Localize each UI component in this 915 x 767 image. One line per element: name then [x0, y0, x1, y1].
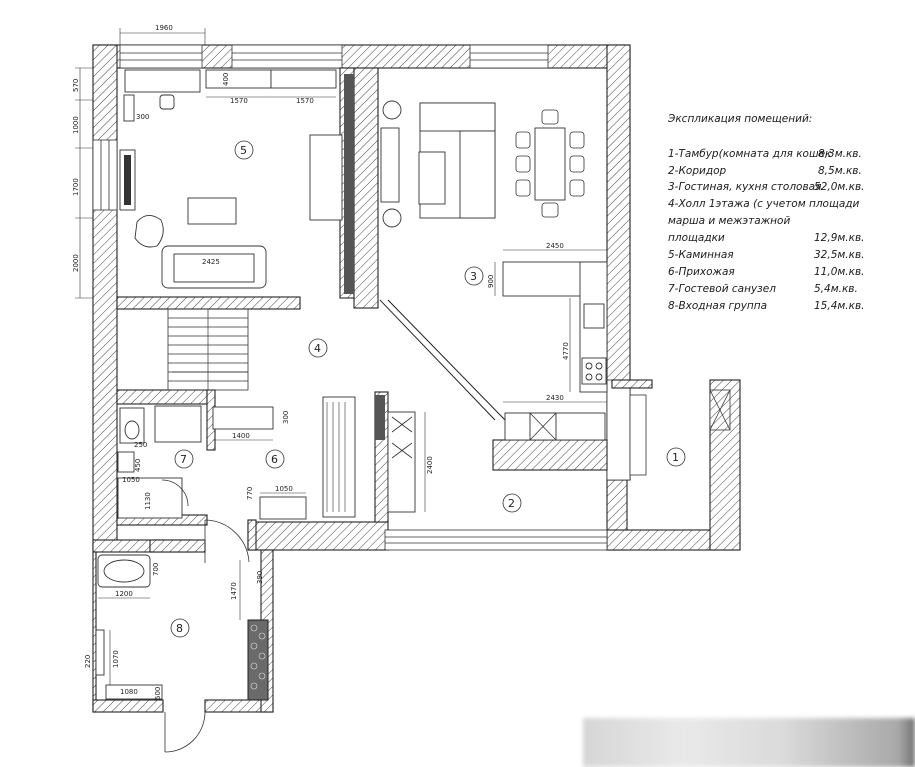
dim-entry-bench-h: 500 — [154, 687, 162, 700]
watermark-blur — [583, 718, 915, 767]
room-number-4: 4 — [314, 342, 321, 355]
dim-left-3: 1700 — [72, 178, 80, 196]
dim-entry-rack: 1070 — [112, 650, 120, 668]
room-5-furniture — [119, 69, 343, 289]
rooms-lower-furniture — [95, 396, 416, 753]
legend-area-7: 5,4м.кв. — [814, 283, 858, 295]
dim-kitchen-w: 2450 — [546, 242, 564, 250]
room-number-3: 3 — [470, 270, 477, 283]
dim-shelf-h: 400 — [222, 73, 230, 86]
dim-entry-bench-w: 1080 — [120, 688, 138, 696]
dim-island: 2430 — [546, 394, 564, 402]
legend-title: Экспликация помещений: — [667, 113, 812, 125]
dim-chair-off: 300 — [136, 113, 149, 121]
dim-shower-h: 1130 — [144, 492, 152, 510]
dim-left-4: 2000 — [72, 254, 80, 272]
dim-shelf-1: 1570 — [230, 97, 248, 105]
dim-kitchen-run: 4770 — [562, 342, 570, 360]
legend-item-8: 8-Входная группа — [668, 300, 767, 312]
legend-item-7: 7-Гостевой санузел — [668, 283, 776, 295]
legend-area-8: 15,4м.кв. — [814, 300, 865, 312]
dim-closet-h: 2400 — [426, 456, 434, 474]
dim-left-2: 1000 — [72, 116, 80, 134]
diagonal-partition — [379, 299, 506, 421]
dim-shelf-2: 1570 — [296, 97, 314, 105]
room-number-8: 8 — [176, 622, 183, 635]
dim-bench-h: 770 — [246, 487, 254, 500]
legend-item-2: 2-Коридор — [668, 165, 727, 177]
dim-wardrobe-w: 1400 — [232, 432, 250, 440]
interior-walls — [116, 67, 653, 701]
dim-wardrobe-d: 300 — [282, 411, 290, 424]
staircase — [167, 308, 249, 391]
dimension-lines — [75, 28, 607, 685]
room-number-1: 1 — [672, 451, 679, 464]
room-3-furniture — [380, 100, 608, 441]
legend-item-3: 3-Гостиная, кухня столовая — [668, 181, 821, 193]
dim-top-width: 1960 — [155, 24, 173, 32]
room-number-7: 7 — [180, 453, 187, 466]
legend-item-4: 4-Холл 1этажа (с учетом площади — [668, 198, 860, 210]
dim-door-w: 1470 — [230, 582, 238, 600]
dim-kitchen-d: 900 — [487, 275, 495, 288]
dim-bath-w: 1200 — [115, 590, 133, 598]
room-legend: Экспликация помещений: 1-Тамбур(комната … — [667, 113, 865, 312]
dim-bath-h: 700 — [152, 563, 160, 576]
legend-area-4: 12,9м.кв. — [814, 232, 865, 244]
legend-area-5: 32,5м.кв. — [814, 249, 865, 261]
dim-sink: 450 — [134, 459, 142, 472]
dim-wc: 250 — [134, 441, 147, 449]
dim-bench-w: 1050 — [275, 485, 293, 493]
dim-shower-w: 1050 — [122, 476, 140, 484]
legend-item-6: 6-Прихожая — [668, 266, 735, 278]
room-number-6: 6 — [271, 453, 278, 466]
legend-item-4b: марша и межэтажной — [668, 215, 790, 227]
room-number-5: 5 — [240, 144, 247, 157]
dim-left-1: 570 — [72, 79, 80, 92]
room-number-2: 2 — [508, 497, 515, 510]
legend-area-6: 11,0м.кв. — [814, 266, 865, 278]
dim-door-side: 390 — [256, 571, 264, 584]
legend-item-1: 1-Тамбур(комната для кошек — [668, 148, 832, 160]
legend-area-2: 8,5м.кв. — [818, 165, 862, 177]
room-numbers: 5 4 3 2 1 6 7 8 — [170, 140, 686, 638]
legend-area-3: 52,0м.кв. — [814, 181, 865, 193]
legend-item-5: 5-Каминная — [668, 249, 734, 261]
windows — [92, 44, 731, 551]
legend-item-4c: площадки — [668, 232, 725, 244]
dim-sofa: 2425 — [202, 258, 220, 266]
legend-area-1: 8,3м.кв. — [818, 148, 862, 160]
dim-entry-small: 220 — [84, 655, 92, 668]
